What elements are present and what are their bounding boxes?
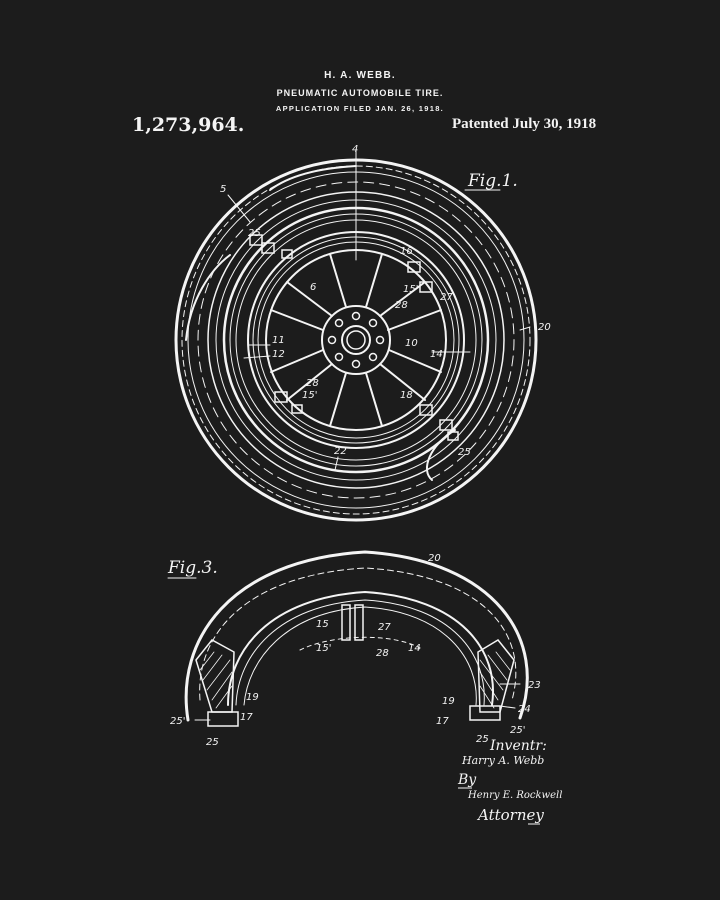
fig1-wheel-diagram bbox=[174, 149, 538, 522]
patented-date: Patented July 30, 1918 bbox=[452, 116, 597, 132]
ref3-15-prime: 15' bbox=[316, 643, 331, 654]
ref3-25-right: 25 bbox=[476, 734, 489, 745]
patent-number: 1,273,964. bbox=[132, 114, 245, 136]
ref3-17-right: 17 bbox=[436, 716, 449, 727]
attorney-label: Attorney bbox=[476, 806, 544, 824]
ref-27: 27 bbox=[440, 292, 453, 303]
ref-15-prime-lower: 15' bbox=[302, 390, 317, 401]
ref3-25-prime-right: 25' bbox=[510, 725, 525, 736]
ref-20: 20 bbox=[538, 322, 551, 333]
ref-25-upper: 25 bbox=[248, 228, 261, 239]
ref-22: 22 bbox=[334, 446, 347, 457]
by-label: By bbox=[457, 772, 477, 788]
ref-18: 18 bbox=[400, 390, 413, 401]
ref-4: 4 bbox=[352, 144, 358, 155]
ref3-25-left: 25 bbox=[206, 737, 219, 748]
fig3-reference-numerals: 20 15 15' 27 28 14 23 24 19 19 17 17 25'… bbox=[170, 553, 541, 748]
ref3-25-prime-left: 25' bbox=[170, 716, 185, 727]
ref-14: 14 bbox=[430, 349, 443, 360]
ref3-19-left: 19 bbox=[246, 692, 259, 703]
ref3-28: 28 bbox=[376, 648, 389, 659]
ref3-20: 20 bbox=[428, 553, 441, 564]
ref3-24: 24 bbox=[518, 704, 531, 715]
inventor-heading: H. A. WEBB. bbox=[324, 70, 396, 81]
ref-11: 11 bbox=[272, 335, 285, 346]
ref-5: 5 bbox=[220, 184, 226, 195]
ref3-17-left: 17 bbox=[240, 712, 253, 723]
ref3-19-right: 19 bbox=[442, 696, 455, 707]
application-filed-date: APPLICATION FILED JAN. 26, 1918. bbox=[275, 104, 445, 113]
ref-28: 28 bbox=[395, 300, 408, 311]
ref-12: 12 bbox=[272, 349, 285, 360]
inventor-signature: Harry A. Webb bbox=[461, 754, 544, 767]
attorney-signature: Henry E. Rockwell bbox=[467, 790, 562, 801]
fig3-cross-section-diagram bbox=[184, 550, 529, 727]
ref3-15: 15 bbox=[316, 619, 329, 630]
ref-10: 10 bbox=[405, 338, 418, 349]
fig3-label: Fig.3. bbox=[167, 558, 218, 578]
ref3-14: 14 bbox=[408, 643, 421, 654]
ref-15-prime: 15' bbox=[403, 284, 418, 295]
ref-16: 16 bbox=[400, 246, 413, 257]
signature-block: Inventr: Harry A. Webb By Henry E. Rockw… bbox=[457, 738, 562, 825]
ref-6: 6 bbox=[310, 282, 316, 293]
ref-25: 25 bbox=[458, 447, 471, 458]
fig1-reference-numerals: 4 5 6 16 15' 28 27 20 10 14 11 12 28 15'… bbox=[220, 144, 551, 458]
ref3-23: 23 bbox=[528, 680, 541, 691]
patent-title: PNEUMATIC AUTOMOBILE TIRE. bbox=[276, 88, 444, 98]
ref3-27: 27 bbox=[378, 622, 391, 633]
ref-28-lower: 28 bbox=[306, 378, 319, 389]
fig1-label: Fig.1. bbox=[467, 171, 518, 191]
inventor-label: Inventr: bbox=[489, 738, 547, 754]
